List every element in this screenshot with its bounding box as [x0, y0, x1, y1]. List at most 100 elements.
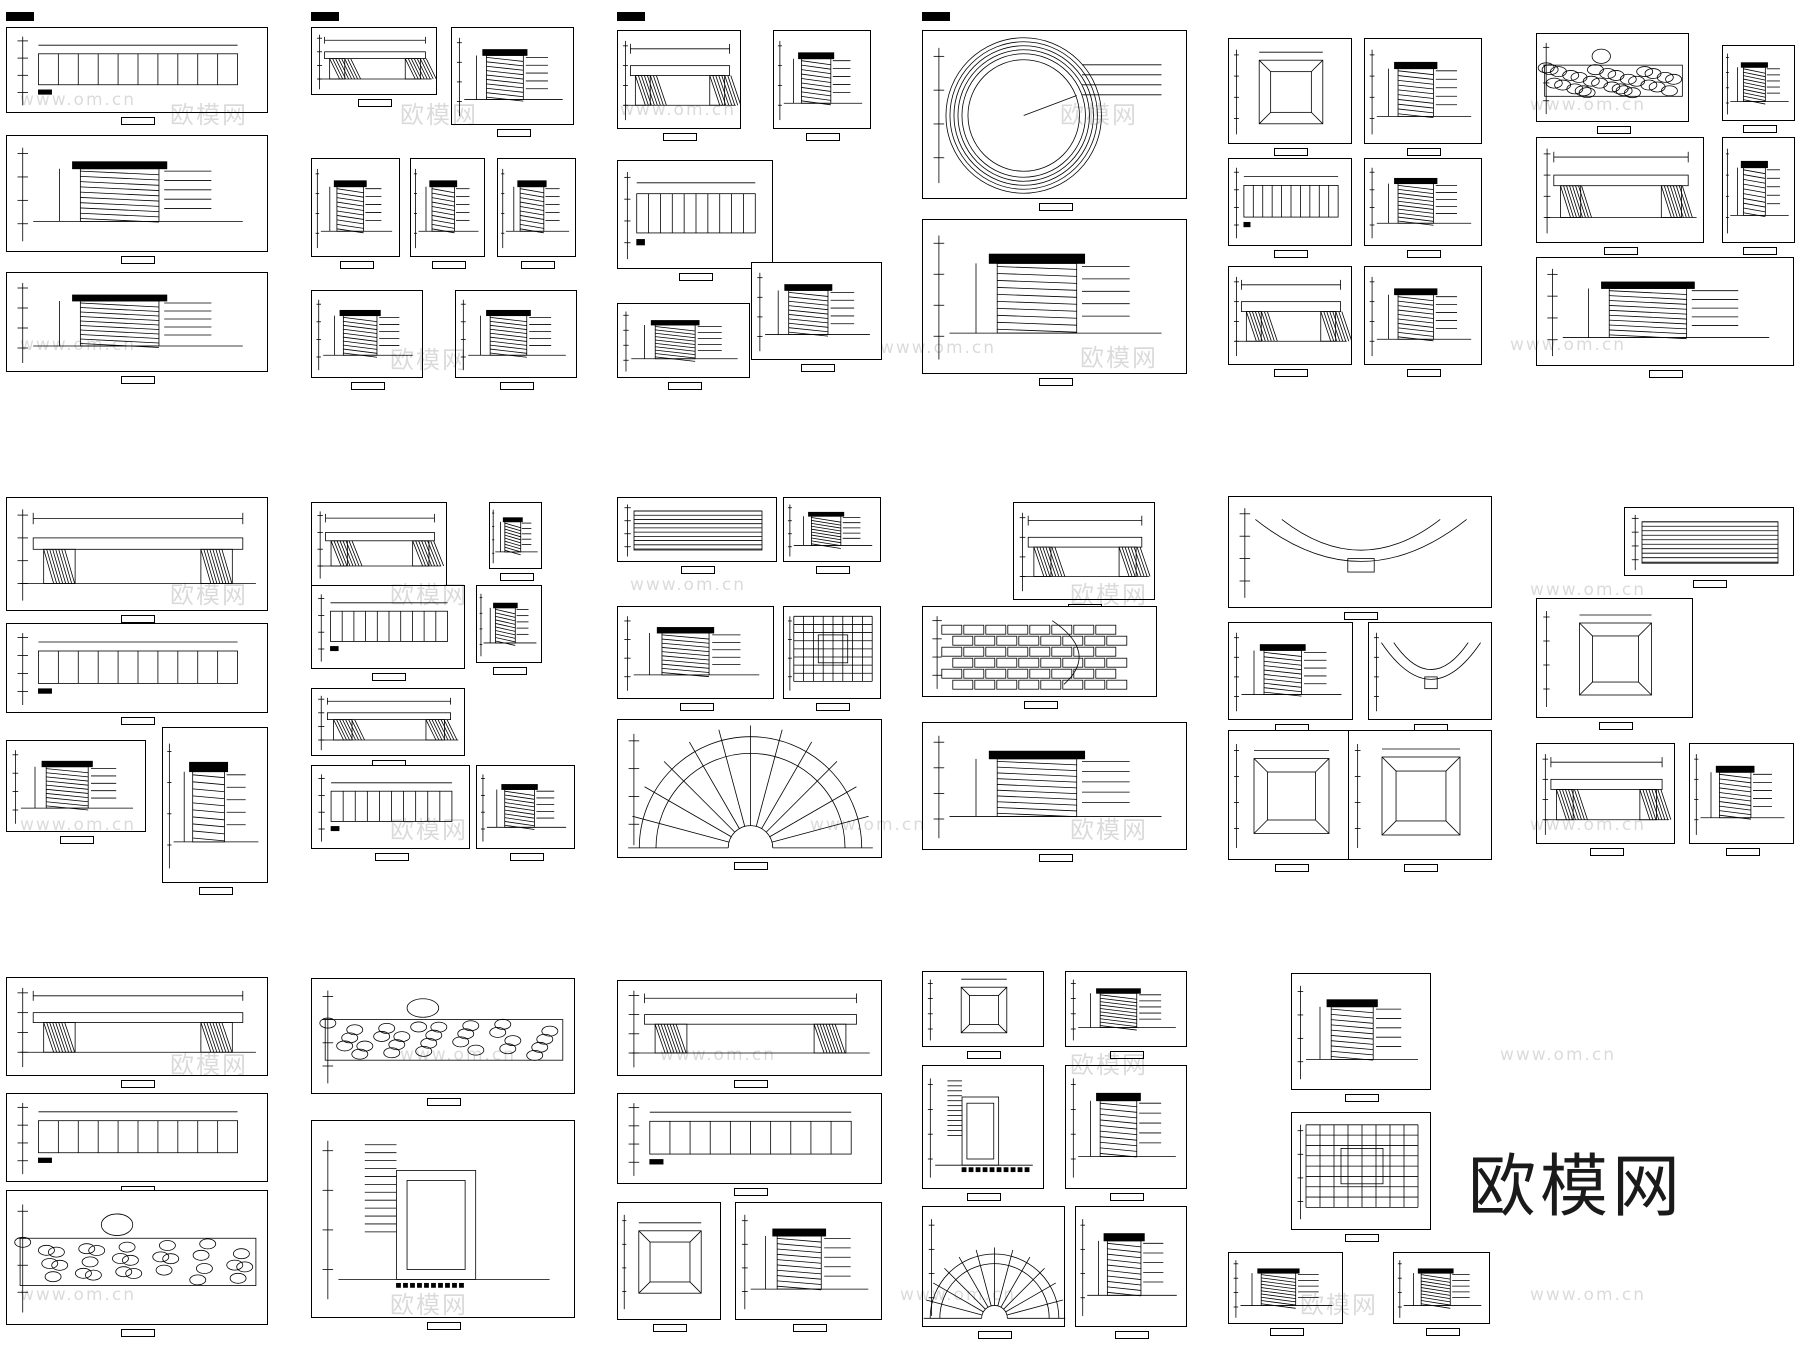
section-header-tab: [311, 12, 339, 21]
drawing-sheet: [1228, 496, 1492, 608]
drawing-sheet: [922, 722, 1187, 850]
drawing-sheet: [6, 623, 268, 713]
cad-drawing: [1233, 49, 1324, 135]
sheet-caption-tag: [733, 862, 768, 870]
drawing-sheet: [1536, 257, 1794, 366]
drawing-sheet: [1364, 158, 1482, 246]
sheet-caption-tag: [1407, 369, 1441, 377]
cad-drawing: [17, 509, 256, 601]
cad-drawing: [316, 299, 413, 371]
sheet-caption-tag: [1598, 722, 1633, 730]
sheet-caption-tag: [681, 566, 715, 574]
cad-drawing: [741, 1214, 869, 1310]
cad-drawing: [933, 735, 1162, 839]
sheet-caption-tag: [1742, 247, 1777, 255]
sheet-caption-tag: [351, 382, 385, 390]
sheet-caption-tag: [1115, 1331, 1149, 1339]
cad-drawing: [757, 272, 870, 352]
drawing-sheet: [311, 978, 575, 1094]
cad-drawing: [17, 633, 238, 705]
drawing-sheet: [922, 1206, 1066, 1327]
sheet-caption-tag: [372, 673, 406, 681]
cad-drawing: [927, 1078, 1033, 1178]
cad-drawing: [480, 774, 567, 842]
drawing-sheet: [497, 158, 576, 257]
drawing-sheet: [451, 27, 574, 125]
cad-drawing: [167, 743, 259, 869]
drawing-sheet: [922, 1065, 1044, 1189]
drawing-sheet: [922, 971, 1044, 1047]
cad-drawing: [315, 168, 393, 249]
cad-drawing: [1019, 512, 1151, 592]
drawing-sheet: [311, 27, 437, 95]
drawing-sheet: [489, 502, 542, 569]
drawing-sheet: [311, 1120, 575, 1318]
drawing-sheet: [783, 606, 881, 699]
cad-drawing: [1239, 508, 1467, 598]
sheet-caption-tag: [121, 615, 155, 623]
drawing-sheet: [1228, 266, 1353, 365]
drawing-sheet: [476, 585, 542, 663]
drawing-sheet: [311, 158, 400, 257]
cad-drawing: [1543, 611, 1652, 707]
cad-drawing: [1725, 148, 1789, 234]
sheet-caption-tag: [733, 1080, 768, 1088]
drawing-sheet: [6, 1093, 268, 1182]
sheet-caption-tag: [121, 117, 155, 125]
sheet-caption-tag: [1274, 148, 1308, 156]
drawing-sheet: [410, 158, 485, 257]
sheet-caption-tag: [1038, 854, 1073, 862]
sheet-caption-tag: [1345, 1094, 1379, 1102]
cad-drawing: [318, 695, 459, 751]
cad-drawing: [923, 1219, 1066, 1319]
sheet-caption-tag: [427, 1322, 461, 1330]
sheet-caption-tag: [493, 667, 527, 675]
sheet-caption-tag: [1274, 250, 1308, 258]
drawing-sheet: [617, 160, 773, 269]
cad-drawing: [1354, 744, 1461, 848]
cad-drawing: [501, 168, 570, 249]
drawing-sheet: [311, 585, 465, 669]
drawing-sheet: [1065, 1065, 1187, 1189]
cad-drawing: [1369, 167, 1472, 239]
sheet-caption-tag: [121, 1080, 155, 1088]
cad-drawing: [933, 235, 1162, 360]
section-header-tab: [6, 12, 34, 21]
section-header-tab: [922, 12, 950, 21]
sheet-caption-tag: [816, 703, 850, 711]
sheet-caption-tag: [653, 1324, 687, 1332]
sheet-caption-tag: [967, 1051, 1001, 1059]
cad-drawing: [777, 40, 863, 121]
drawing-sheet: [1536, 598, 1693, 718]
cad-drawing: [456, 37, 563, 117]
drawing-sheet: [476, 765, 575, 849]
sheet-caption-tag: [1269, 1328, 1304, 1336]
drawing-sheet: [1689, 743, 1794, 844]
cad-drawing: [17, 36, 238, 106]
sheet-caption-tag: [663, 133, 697, 141]
sheet-caption-tag: [1110, 1051, 1144, 1059]
drawing-sheet: [922, 606, 1157, 697]
cad-drawing: [414, 168, 479, 249]
drawing-sheet: [455, 290, 577, 378]
cad-drawing: [623, 311, 738, 372]
drawing-sheet: [6, 27, 268, 113]
cad-drawing: [318, 774, 453, 842]
sheet-caption-tag: [1404, 864, 1438, 872]
cad-drawing: [1694, 754, 1785, 835]
brand-logo: 欧模网: [1468, 1148, 1685, 1227]
sheet-caption-tag: [1274, 864, 1309, 872]
sheet-caption-tag: [733, 1188, 768, 1196]
cad-drawing: [322, 1140, 550, 1300]
sheet-caption-tag: [358, 99, 392, 107]
sheet-caption-tag: [1110, 1193, 1144, 1201]
cad-drawing: [932, 616, 1128, 690]
cad-drawing: [12, 750, 133, 824]
cad-drawing: [1080, 1219, 1177, 1316]
sheet-caption-tag: [1589, 848, 1624, 856]
sheet-caption-tag: [121, 376, 155, 384]
cad-drawing: [1537, 42, 1683, 115]
drawing-sheet: [6, 135, 268, 252]
cad-drawing: [1297, 985, 1418, 1080]
sheet-caption-tag: [199, 887, 233, 895]
